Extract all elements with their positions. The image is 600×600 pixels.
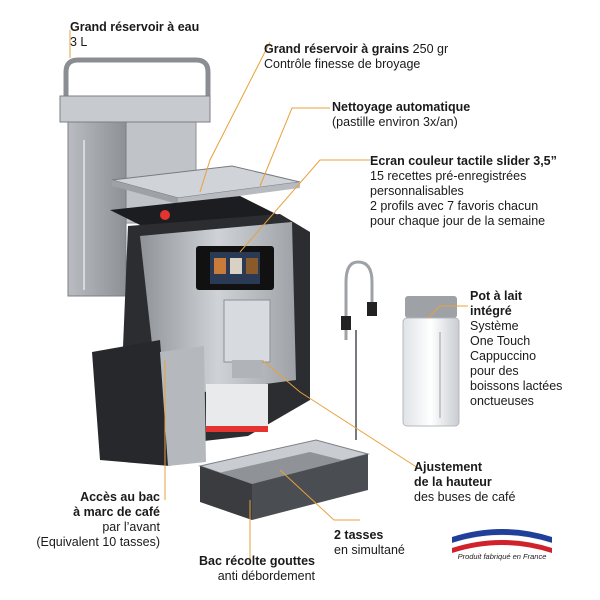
screen-line: 2 profils avec 7 favoris chacun <box>370 199 539 213</box>
drip-tray-title: Bac récolte gouttes <box>198 554 315 568</box>
auto-clean-detail: (pastille environ 3x/an) <box>332 115 458 129</box>
milk-jug-line: pour des <box>470 364 519 378</box>
milk-jug-line: boissons lactées <box>470 379 563 393</box>
auto-clean-title: Nettoyage automatique <box>332 100 471 114</box>
water-tank-title: Grand réservoir à eau <box>70 20 200 34</box>
made-in-france-text: Produit fabriqué en France <box>457 552 547 561</box>
milk-tube <box>341 260 377 440</box>
flag-red-stripe <box>452 540 552 553</box>
label-two-cups: 2 tasses en simultané <box>334 528 405 558</box>
screen-line: pour chaque jour de la semaine <box>370 214 546 228</box>
grounds-bin-line: par l’avant <box>102 520 160 534</box>
bean-hopper-detail: Contrôle finesse de broyage <box>264 57 421 71</box>
machine-body <box>92 196 370 520</box>
label-water-tank: Grand réservoir à eau 3 L <box>70 20 199 50</box>
milk-jug <box>402 296 460 427</box>
bean-hopper-capacity: 250 gr <box>409 42 449 56</box>
grounds-bin-line: (Equivalent 10 tasses) <box>36 535 160 549</box>
water-tank-detail: 3 L <box>70 35 88 49</box>
screen-title: Ecran couleur tactile slider 3,5” <box>370 154 557 168</box>
two-cups-title: 2 tasses <box>334 528 384 542</box>
two-cups-detail: en simultané <box>334 543 405 557</box>
bean-hopper <box>111 165 301 204</box>
label-drip-tray: Bac récolte gouttes anti débordement <box>150 554 315 584</box>
grounds-bin-title: Accès au bac <box>80 490 160 504</box>
screen-line: 15 recettes pré-enregistrées <box>370 169 527 183</box>
milk-jug-line: onctueuses <box>470 394 534 408</box>
label-bean-hopper: Grand réservoir à grains 250 gr Contrôle… <box>264 42 448 72</box>
label-height-adjust: Ajustement de la hauteur des buses de ca… <box>414 460 515 505</box>
leader-lines <box>69 30 468 560</box>
bean-hopper-title: Grand réservoir à grains <box>264 42 410 56</box>
milk-jug-line: One Touch <box>470 334 531 348</box>
label-screen: Ecran couleur tactile slider 3,5” 15 rec… <box>370 154 557 229</box>
france-flag-icon <box>451 529 553 553</box>
screen-line: personnalisables <box>370 184 464 198</box>
label-milk-jug: Pot à lait intégré Système One Touch Cap… <box>470 289 562 409</box>
milk-jug-line: Système <box>470 319 519 333</box>
drip-tray-detail: anti débordement <box>217 569 315 583</box>
height-adjust-title: Ajustement <box>414 460 483 474</box>
milk-jug-line: Cappuccino <box>470 349 537 363</box>
height-adjust-detail: des buses de café <box>414 490 516 504</box>
grounds-bin-title: à marc de café <box>73 505 160 519</box>
label-grounds-bin: Accès au bac à marc de café par l’avant … <box>0 490 160 550</box>
flag-blue-stripe <box>452 529 552 543</box>
milk-jug-title: intégré <box>470 304 512 318</box>
milk-jug-title: Pot à lait <box>470 289 523 303</box>
height-adjust-title: de la hauteur <box>414 475 492 489</box>
label-auto-clean: Nettoyage automatique (pastille environ … <box>332 100 470 130</box>
